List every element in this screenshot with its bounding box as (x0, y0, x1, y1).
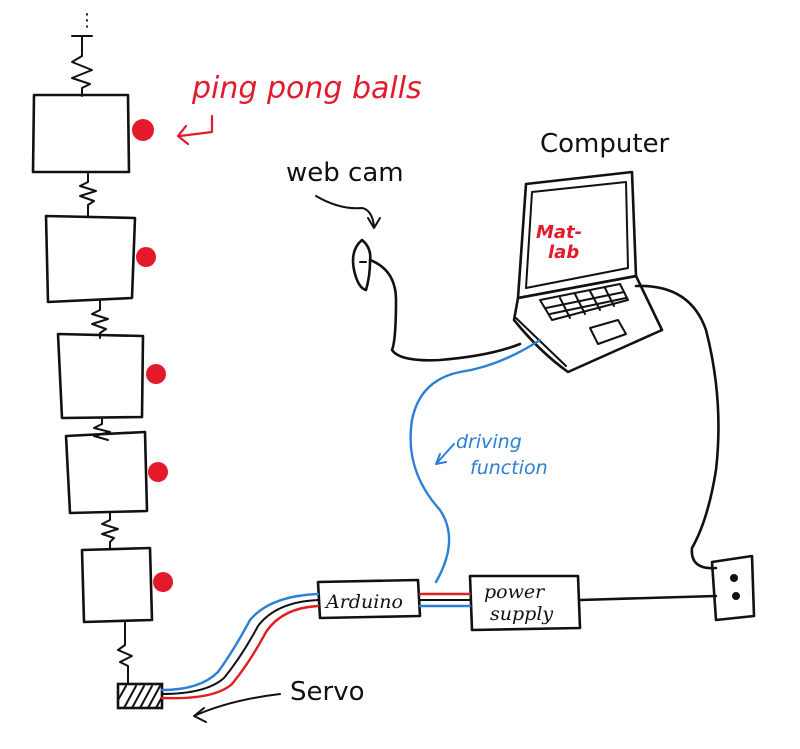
power-label-1: power (484, 581, 546, 603)
servo-label: Servo (290, 677, 364, 707)
mass-spring-chain: ⋮ (33, 10, 173, 708)
arrow-icon (178, 116, 212, 144)
outlet-icon (712, 556, 754, 620)
arduino-label: Arduino (324, 591, 403, 613)
mass-box-4 (66, 432, 147, 513)
computer-label: Computer (540, 129, 670, 159)
webcam-cable (370, 260, 520, 360)
spring-icon (102, 513, 118, 548)
driving-function-group: driving function (411, 340, 548, 582)
computer-group: Computer Mat- lab (514, 129, 718, 568)
arrow-icon (194, 694, 280, 722)
arrow-icon (436, 444, 454, 464)
ball-icon (132, 119, 154, 141)
driving-label-2: function (470, 457, 548, 479)
laptop-power-cable (636, 286, 718, 568)
webcam-group: web cam (286, 158, 520, 360)
spring-icon (80, 172, 96, 216)
top-ellipsis: ⋮ (78, 10, 96, 31)
arrow-icon (316, 196, 380, 228)
matlab-label-2: lab (548, 242, 579, 263)
ball-icon (153, 572, 173, 592)
mass-box-3 (58, 334, 143, 418)
power-supply-box: power supply (470, 576, 580, 630)
matlab-label-1: Mat- (536, 222, 582, 243)
spring-icon (92, 300, 108, 338)
ping-pong-label-group: ping pong balls (178, 71, 422, 144)
spring-icon (94, 418, 110, 440)
mass-box-2 (46, 216, 135, 302)
webcam-icon (353, 240, 370, 290)
supply-outlet-cable (580, 596, 716, 600)
spring-icon (118, 622, 132, 684)
mass-box-5 (82, 548, 152, 622)
spring-icon (72, 36, 92, 96)
ball-icon (146, 364, 166, 384)
driving-label-1: driving (456, 431, 522, 453)
servo-label-group: Servo (194, 677, 364, 722)
mass-box-1 (33, 95, 129, 172)
power-label-2: supply (490, 603, 553, 625)
ball-icon (136, 247, 156, 267)
ball-icon (148, 462, 168, 482)
arduino-box: Arduino (318, 580, 420, 618)
web-cam-label: web cam (286, 158, 404, 188)
servo-block (118, 684, 162, 708)
ping-pong-label: ping pong balls (191, 71, 422, 106)
